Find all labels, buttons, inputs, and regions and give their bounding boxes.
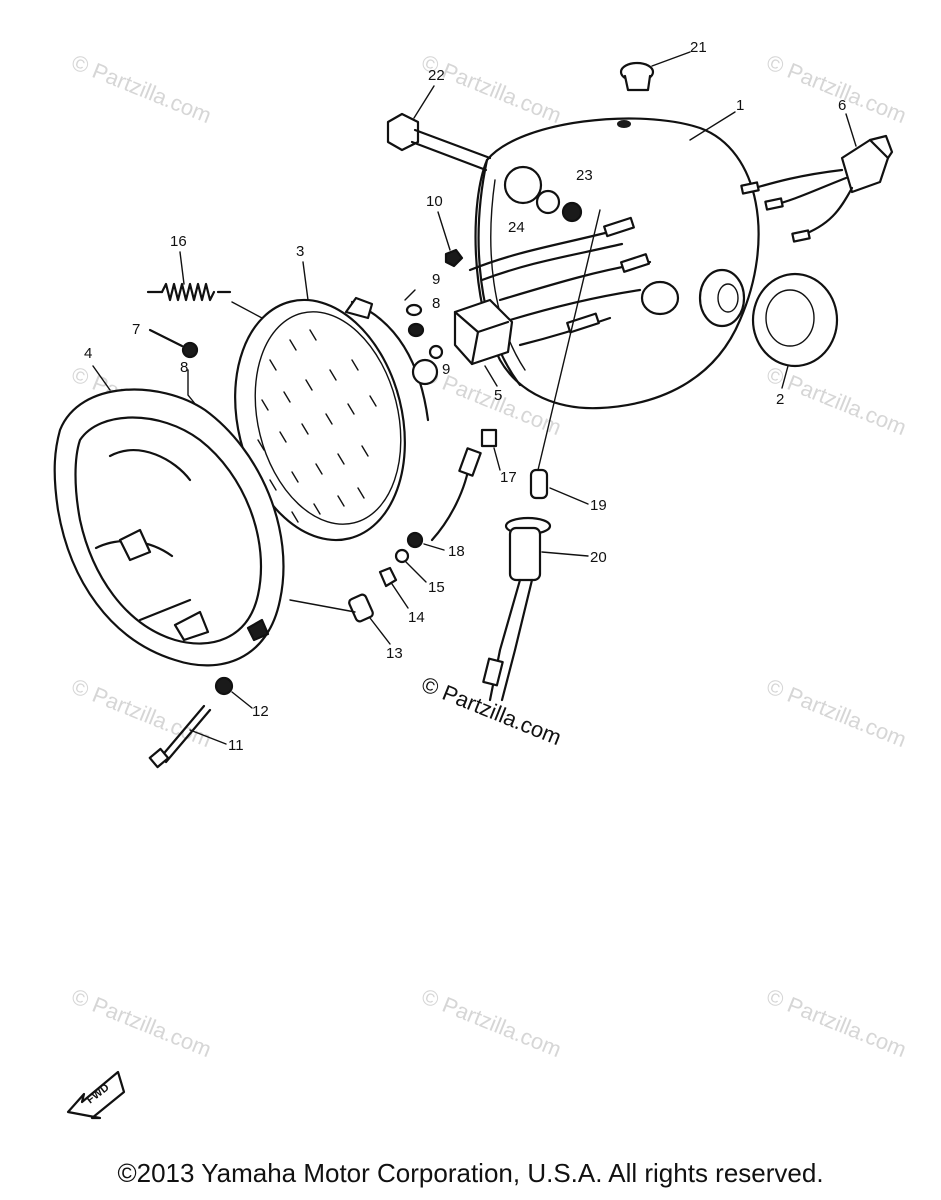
- callout-5: 5: [494, 387, 502, 404]
- callout-12: 12: [252, 703, 269, 720]
- part-2-grommet: [751, 272, 839, 368]
- parts-7-8-screw: [148, 328, 199, 359]
- callout-6: 6: [838, 97, 846, 114]
- callout-11: 11: [228, 737, 244, 754]
- callout-16: 16: [170, 233, 187, 250]
- callouts: 1 2 3 4 5 6 7 8 9 10 11 12 13 14 15 16 1…: [84, 39, 857, 754]
- callout-15: 15: [428, 579, 445, 596]
- callout-21: 21: [690, 39, 707, 56]
- callout-14: 14: [408, 609, 425, 626]
- watermark-bl: © Partzilla.com: [68, 983, 215, 1062]
- watermark-r2: © Partzilla.com: [763, 673, 910, 752]
- watermark-tl: © Partzilla.com: [68, 49, 215, 128]
- watermark-bc: © Partzilla.com: [418, 983, 565, 1062]
- callout-22: 22: [428, 67, 445, 84]
- fwd-direction-marker: FWD: [66, 1070, 126, 1120]
- part-20-bulb-socket: [482, 516, 552, 702]
- parts-11-12: [148, 676, 234, 769]
- callout-3: 3: [296, 243, 304, 260]
- callout-7: 7: [132, 321, 140, 338]
- watermark-l2: © Partzilla.com: [68, 673, 215, 752]
- callout-13: 13: [386, 645, 403, 662]
- part-17-lead: [430, 428, 498, 542]
- callout-24: 24: [508, 219, 525, 236]
- callout-1: 1: [736, 97, 744, 114]
- callout-9b: 9: [442, 361, 450, 378]
- small-hardware: [405, 248, 464, 338]
- part-21-cap: [619, 61, 655, 92]
- watermark-tr: © Partzilla.com: [763, 49, 910, 128]
- callout-20: 20: [590, 549, 607, 566]
- callout-8b: 8: [432, 295, 440, 312]
- callout-23: 23: [576, 167, 593, 184]
- part-1-housing: [474, 117, 760, 410]
- callout-19: 19: [590, 497, 607, 514]
- callout-18: 18: [448, 543, 465, 560]
- part-16-spring: [146, 282, 232, 302]
- callout-17: 17: [500, 469, 517, 486]
- wiring-harness: [468, 216, 652, 347]
- copyright-notice: ©2013 Yamaha Motor Corporation, U.S.A. A…: [117, 1158, 824, 1188]
- callout-10: 10: [426, 193, 443, 210]
- watermark-tc: © Partzilla.com: [418, 49, 565, 128]
- part-3-sealed-beam: [234, 296, 444, 542]
- callout-4: 4: [84, 345, 92, 362]
- callout-8: 8: [180, 359, 188, 376]
- part-4-rim: [53, 388, 285, 667]
- watermark-br: © Partzilla.com: [763, 983, 910, 1062]
- part-6-socket: [740, 134, 894, 243]
- callout-2: 2: [776, 391, 784, 408]
- leader-lines: [187, 209, 601, 613]
- part-22-bolt: [386, 112, 492, 172]
- part-19-bulb: [529, 468, 549, 500]
- part-5-connector: [453, 298, 514, 366]
- callout-9: 9: [432, 271, 440, 288]
- watermark-mr: © Partzilla.com: [763, 361, 910, 440]
